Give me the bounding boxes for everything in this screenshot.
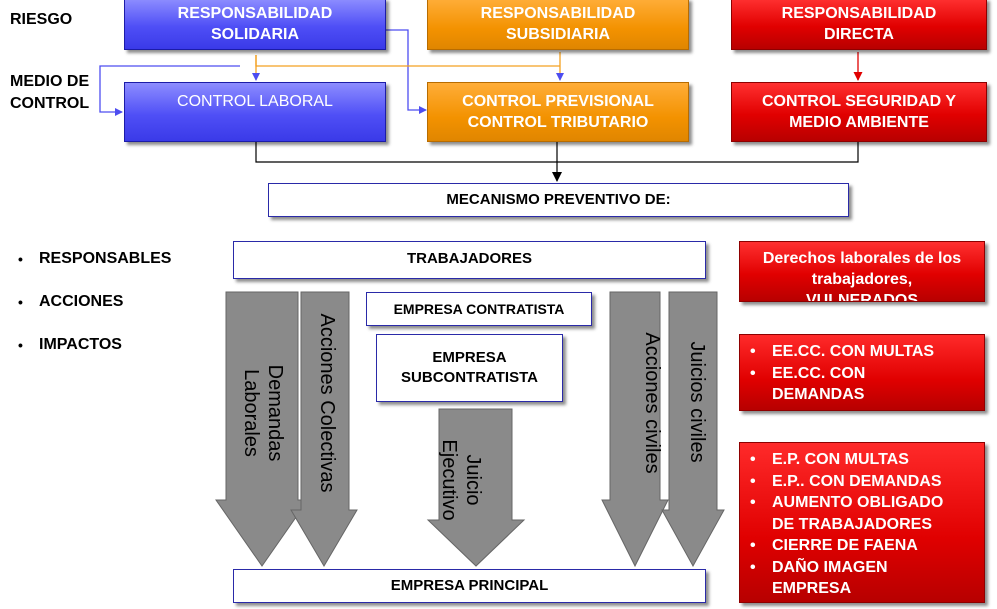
- arrow-acciones-colectivas: [290, 291, 358, 567]
- box-impacto-contratistas: EE.CC. CON MULTAS EE.CC. CON DEMANDAS: [739, 334, 985, 411]
- arrow-juicios-civiles: [661, 291, 725, 568]
- empresa-contratista-label: EMPRESA CONTRATISTA: [393, 301, 565, 317]
- impacto-principal-item: E.P. CON MULTAS: [750, 449, 978, 471]
- box-impacto-trabajadores: Derechos laborales de los trabajadores, …: [739, 241, 985, 302]
- control-laboral-label: CONTROL LABORAL: [177, 93, 333, 110]
- impacto-trabajadores-line2: trabajadores,: [811, 271, 913, 288]
- demandas-line1: Demandas: [264, 364, 286, 462]
- arrow-juicio-ejecutivo: [426, 408, 526, 567]
- control-previsional-line2: CONTROL TRIBUTARIO: [467, 114, 649, 131]
- impacto-contratistas-item: EE.CC. CON DEMANDAS: [750, 363, 978, 406]
- impacto-principal-4-line1: DAÑO IMAGEN: [772, 558, 888, 576]
- solidaria-line1: RESPONSABILIDAD: [177, 5, 333, 22]
- impacto-contratistas-1-line1: EE.CC. CON: [772, 364, 866, 382]
- impacto-principal-item: CIERRE DE FAENA: [750, 535, 978, 557]
- impacto-contratistas-1-line2: DEMANDAS: [772, 386, 865, 403]
- impacto-trabajadores-line3: VULNERADOS: [805, 292, 918, 302]
- empresa-subcontratista-line1: EMPRESA: [432, 349, 507, 366]
- connector-medio-control: [99, 65, 240, 105]
- arrow-label-demandas-laborales: Demandas Laborales: [237, 323, 287, 503]
- box-empresa-contratista: EMPRESA CONTRATISTA: [366, 292, 592, 326]
- box-mecanismo-preventivo: MECANISMO PREVENTIVO DE:: [268, 183, 849, 217]
- empresa-subcontratista-line2: SUBCONTRATISTA: [401, 369, 538, 386]
- box-trabajadores: TRABAJADORES: [233, 241, 706, 279]
- demandas-line2: Laborales: [240, 369, 262, 457]
- subsidiaria-line1: RESPONSABILIDAD: [480, 5, 636, 22]
- impacto-principal-3-line1: CIERRE DE FAENA: [772, 537, 918, 554]
- impacto-trabajadores-line1: Derechos laborales de los: [762, 250, 962, 267]
- connector-medio-control-arrow: [99, 105, 123, 116]
- mecanismo-label: MECANISMO PREVENTIVO DE:: [446, 191, 671, 208]
- juicio-line1: Juicio: [462, 454, 484, 506]
- impacto-contratistas-0-line1: EE.CC. CON MULTAS: [772, 343, 935, 360]
- bullet-impactos: IMPACTOS: [18, 335, 171, 378]
- side-bullet-list: RESPONSABLES ACCIONES IMPACTOS: [18, 249, 171, 378]
- box-responsabilidad-subsidiaria: RESPONSABILIDAD SUBSIDIARIA: [427, 0, 689, 50]
- impacto-principal-item: DAÑO IMAGEN EMPRESA: [750, 557, 978, 600]
- control-seguridad-line1: CONTROL SEGURIDAD Y: [761, 93, 957, 110]
- impacto-principal-2-line2: DE TRABAJADORES: [772, 515, 933, 533]
- box-responsabilidad-directa: RESPONSABILIDAD DIRECTA: [731, 0, 987, 50]
- bullet-acciones: ACCIONES: [18, 292, 171, 335]
- control-previsional-line1: CONTROL PREVISIONAL: [462, 93, 654, 110]
- solidaria-line2: SOLIDARIA: [211, 26, 299, 43]
- empresa-principal-label: EMPRESA PRINCIPAL: [390, 577, 549, 594]
- trabajadores-label: TRABAJADORES: [406, 250, 532, 267]
- juicio-line2: Ejecutivo: [438, 439, 460, 521]
- box-control-laboral: CONTROL LABORAL: [124, 82, 386, 142]
- directa-line2: DIRECTA: [824, 26, 894, 43]
- impacto-principal-0-line1: E.P. CON MULTAS: [772, 451, 909, 468]
- arrow-demandas-laborales: [215, 291, 309, 567]
- impacto-principal-4-line2: EMPRESA: [772, 580, 852, 597]
- arrow-label-juicios-civiles: Juicios civiles: [686, 341, 708, 463]
- arrow-label-acciones-civiles: Acciones civiles: [641, 332, 663, 474]
- directa-line1: RESPONSABILIDAD: [781, 5, 937, 22]
- arrow-label-juicio-ejecutivo: Juicio Ejecutivo: [435, 415, 485, 545]
- control-seguridad-line2: MEDIO AMBIENTE: [789, 114, 929, 131]
- arrow-acciones-civiles: [601, 291, 669, 568]
- subsidiaria-line2: SUBSIDIARIA: [505, 26, 610, 43]
- impacto-principal-item: E.P.. CON DEMANDAS: [750, 471, 978, 493]
- label-control: CONTROL: [10, 95, 90, 112]
- impacto-principal-2-line1: AUMENTO OBLIGADO: [772, 494, 944, 511]
- arrow-label-acciones-colectivas: Acciones Colectivas: [316, 313, 338, 493]
- label-medio-de: MEDIO DE: [10, 73, 90, 90]
- bullet-responsables: RESPONSABLES: [18, 249, 171, 292]
- box-impacto-principal: E.P. CON MULTAS E.P.. CON DEMANDAS AUMEN…: [739, 442, 985, 603]
- connector-solidaria-previsional: [386, 29, 427, 114]
- impacto-principal-1-line1: E.P.. CON DEMANDAS: [772, 472, 942, 490]
- impacto-contratistas-item: EE.CC. CON MULTAS: [750, 341, 978, 363]
- box-empresa-principal: EMPRESA PRINCIPAL: [233, 569, 706, 603]
- box-control-seguridad: CONTROL SEGURIDAD Y MEDIO AMBIENTE: [731, 82, 987, 142]
- label-riesgo: RIESGO: [10, 11, 73, 28]
- impacto-principal-item: AUMENTO OBLIGADO DE TRABAJADORES: [750, 492, 978, 535]
- box-responsabilidad-solidaria: RESPONSABILIDAD SOLIDARIA: [124, 0, 386, 50]
- box-empresa-subcontratista: EMPRESA SUBCONTRATISTA: [376, 334, 563, 402]
- box-control-previsional-tributario: CONTROL PREVISIONAL CONTROL TRIBUTARIO: [427, 82, 689, 142]
